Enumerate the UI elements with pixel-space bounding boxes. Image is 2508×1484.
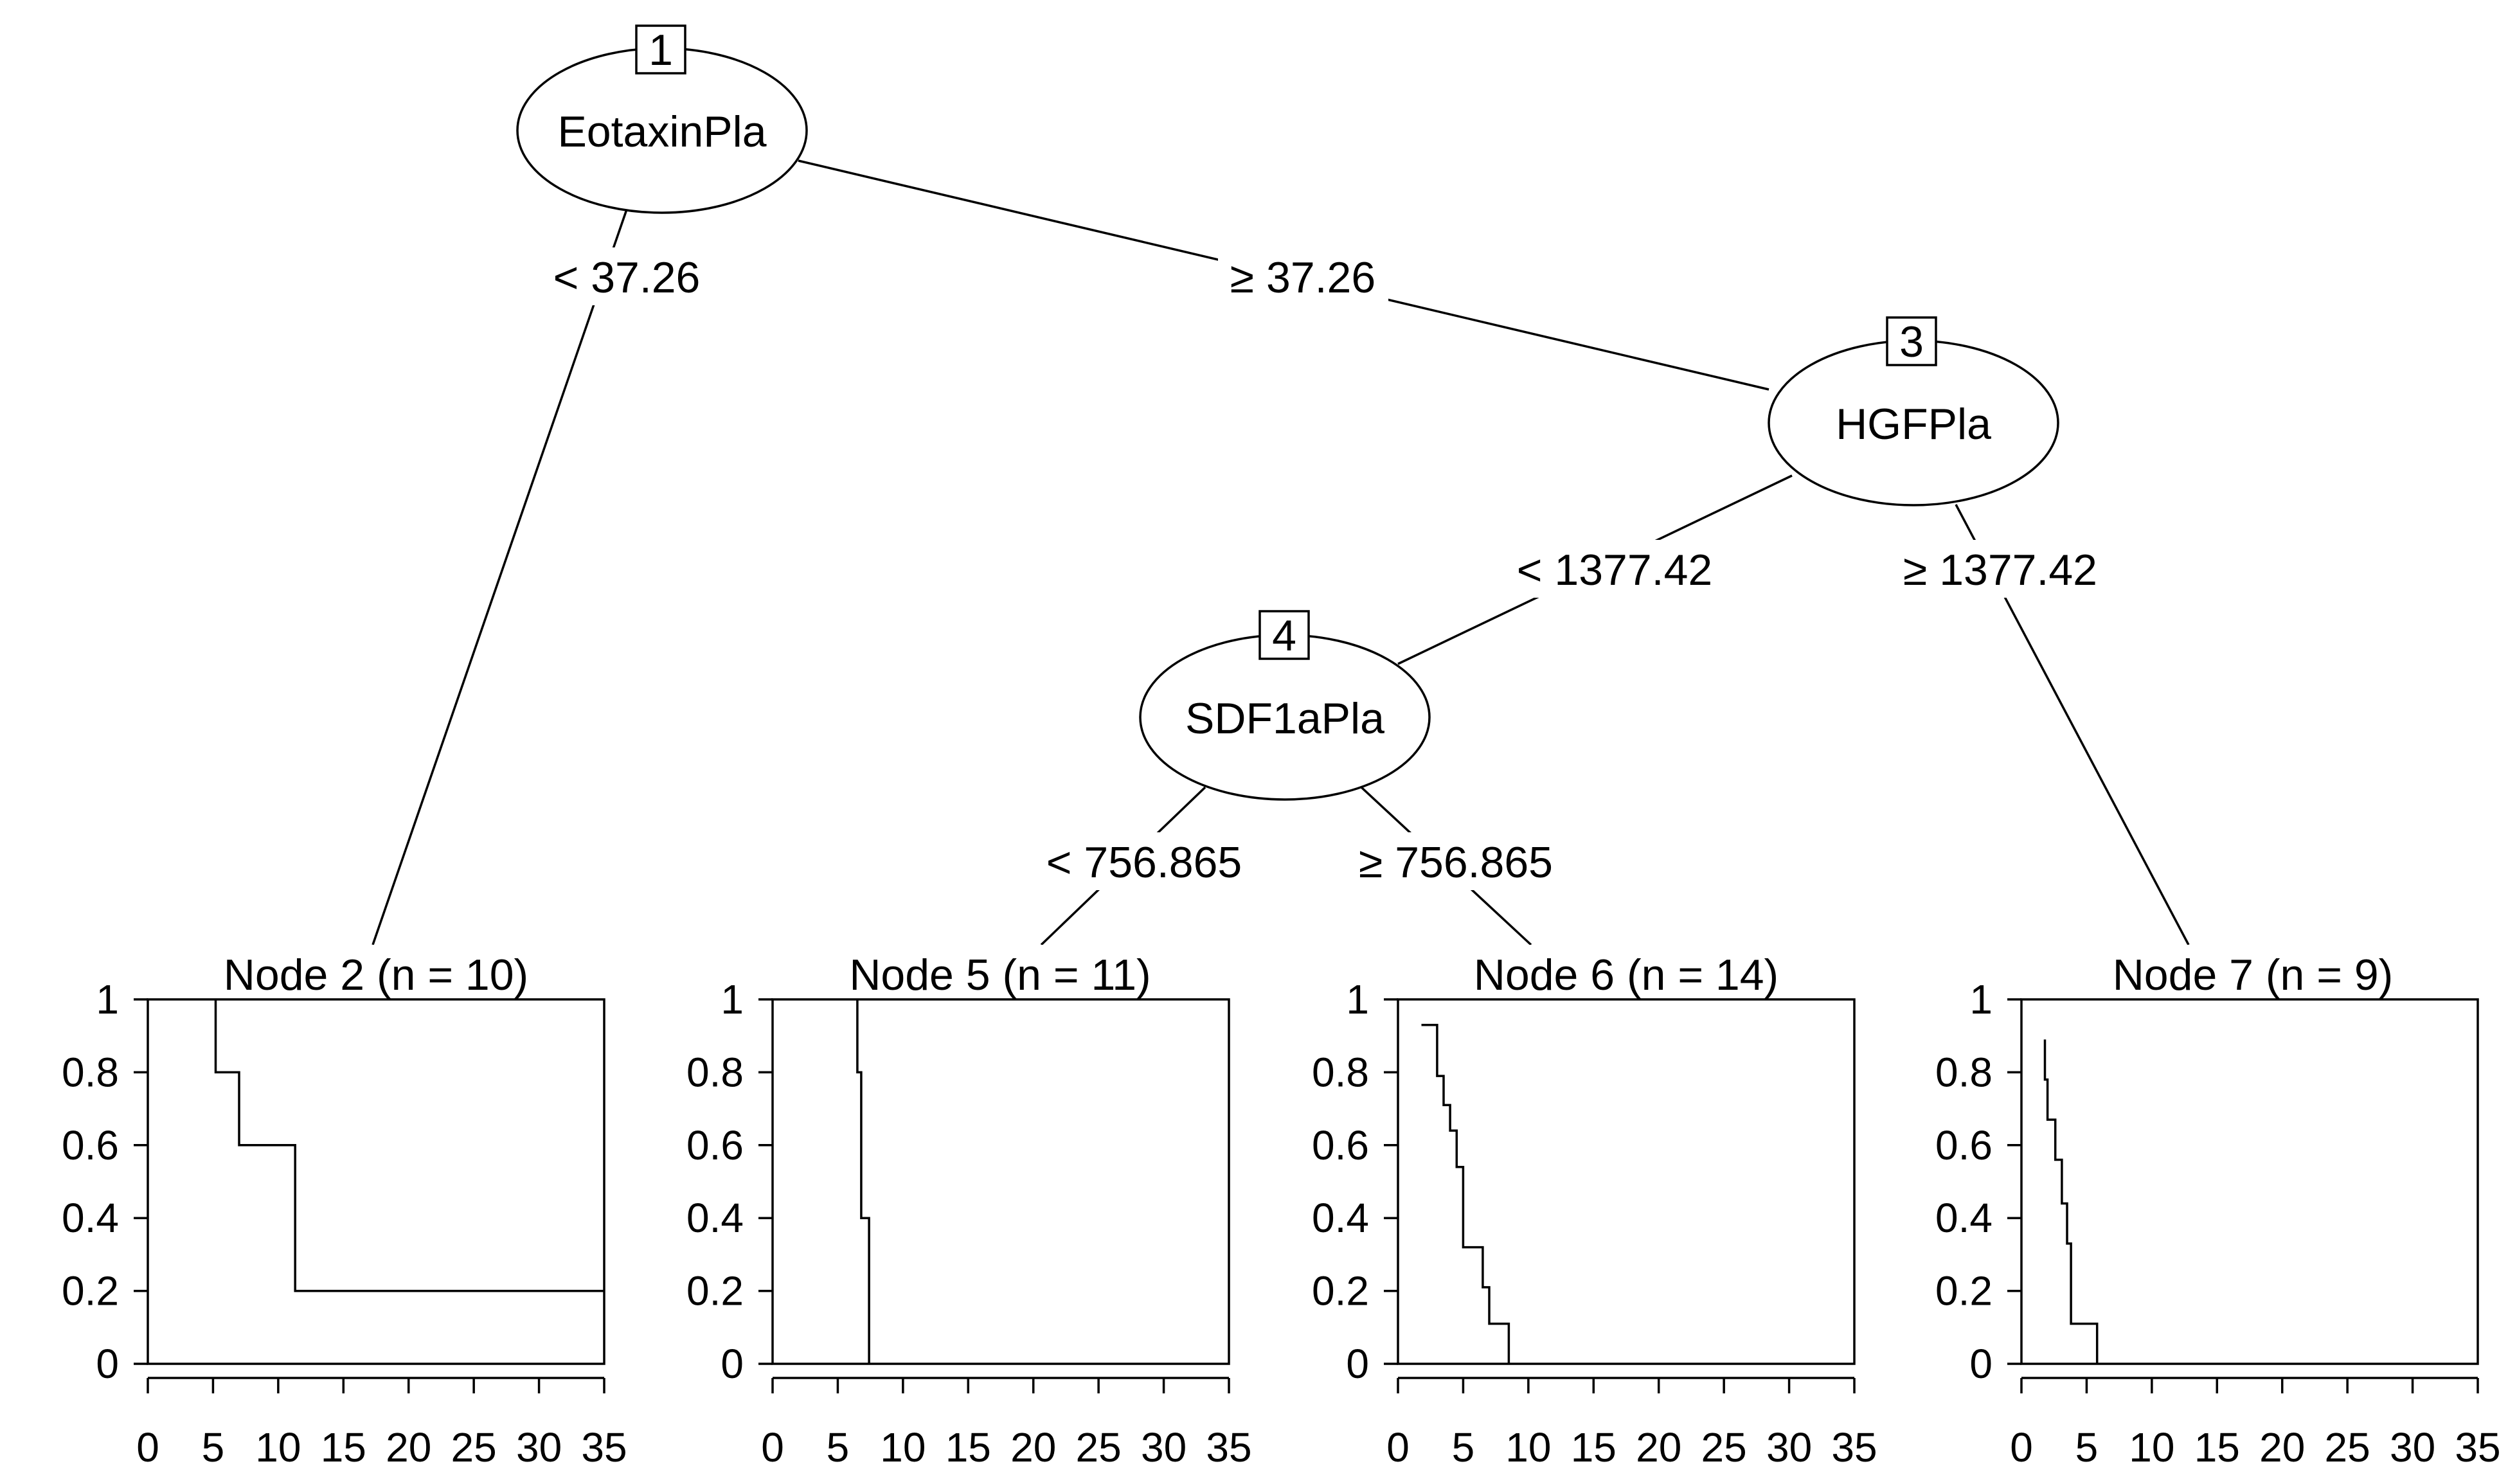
x-tick-label: 30: [1766, 1424, 1812, 1471]
y-tick-label: 0.2: [686, 1268, 744, 1314]
split-label-3-7: ≥ 1377.42: [1903, 546, 2097, 594]
x-tick-label: 10: [2129, 1424, 2174, 1471]
node-id-label: 3: [1899, 317, 1924, 366]
x-tick-label: 10: [255, 1424, 301, 1471]
y-tick-label: 0: [1969, 1341, 1993, 1387]
x-tick-label: 20: [1636, 1424, 1681, 1471]
y-tick-label: 0.8: [62, 1049, 119, 1095]
node-variable-label: SDF1aPla: [1185, 694, 1384, 743]
node-id-label: 1: [649, 26, 673, 75]
y-tick-label: 0.2: [1312, 1268, 1369, 1314]
edge-1-2: [372, 209, 628, 945]
y-tick-label: 0.6: [686, 1122, 744, 1168]
y-tick-label: 0.8: [1935, 1049, 1993, 1095]
x-tick-label: 35: [1831, 1424, 1877, 1471]
y-tick-label: 0.6: [1312, 1122, 1369, 1168]
panel-title: Node 7 (n = 9): [2113, 951, 2394, 999]
x-tick-label: 35: [1206, 1424, 1251, 1471]
split-label-1-2: < 37.26: [553, 253, 701, 302]
x-tick-label: 5: [827, 1424, 850, 1471]
split-label-4-6: ≥ 756.865: [1359, 838, 1553, 887]
panel-title: Node 2 (n = 10): [224, 951, 528, 999]
panel-title: Node 5 (n = 11): [849, 951, 1151, 999]
x-tick-label: 10: [1505, 1424, 1551, 1471]
plot-frame: [147, 998, 605, 1365]
x-tick-label: 0: [761, 1424, 784, 1471]
y-tick-label: 0.2: [62, 1268, 119, 1314]
node-id-box: [635, 24, 686, 75]
x-tick-label: 0: [2010, 1424, 2033, 1471]
split-label-4-5: < 756.865: [1046, 838, 1242, 887]
x-tick-label: 15: [1571, 1424, 1617, 1471]
node-id-box: [1886, 316, 1937, 366]
x-tick-label: 10: [880, 1424, 926, 1471]
y-tick-label: 0: [96, 1341, 119, 1387]
node-variable-label: EotaxinPla: [557, 107, 766, 156]
y-tick-label: 0.4: [686, 1195, 744, 1241]
survival-curve: [2043, 1039, 2099, 1364]
y-tick-label: 0.8: [686, 1049, 744, 1095]
split-label-1-3: ≥ 37.26: [1230, 253, 1375, 302]
x-tick-label: 20: [386, 1424, 431, 1471]
node-id-label: 4: [1272, 611, 1296, 660]
inner-node-1: EotaxinPla 1: [516, 24, 808, 214]
inner-node-4: SDF1aPla 4: [1139, 610, 1431, 801]
y-tick-label: 1: [1969, 976, 1993, 1023]
y-tick-label: 0.4: [1935, 1195, 1993, 1241]
y-tick-label: 0.8: [1312, 1049, 1369, 1095]
x-tick-label: 30: [2390, 1424, 2435, 1471]
x-tick-label: 15: [321, 1424, 366, 1471]
node-variable-label: HGFPla: [1836, 400, 1991, 449]
x-tick-label: 35: [581, 1424, 627, 1471]
x-tick-label: 20: [2259, 1424, 2305, 1471]
x-tick-label: 5: [2075, 1424, 2099, 1471]
y-tick-label: 0.2: [1935, 1268, 1993, 1314]
x-tick-label: 35: [2455, 1424, 2500, 1471]
split-label-3-4: < 1377.42: [1517, 546, 1712, 594]
x-tick-label: 30: [1141, 1424, 1187, 1471]
y-tick-label: 0.6: [62, 1122, 119, 1168]
x-tick-label: 30: [516, 1424, 562, 1471]
x-tick-label: 25: [451, 1424, 497, 1471]
y-tick-label: 1: [96, 976, 119, 1023]
x-tick-label: 0: [136, 1424, 159, 1471]
survival-curve: [1421, 1023, 1510, 1364]
inner-node-3: HGFPla 3: [1768, 316, 2059, 506]
plot-frame: [2020, 998, 2479, 1365]
x-tick-label: 25: [1701, 1424, 1747, 1471]
x-tick-label: 0: [1386, 1424, 1410, 1471]
x-tick-label: 20: [1010, 1424, 1056, 1471]
y-tick-label: 1: [721, 976, 744, 1023]
y-tick-label: 0.6: [1935, 1122, 1993, 1168]
y-tick-label: 0.4: [1312, 1195, 1369, 1241]
x-tick-label: 25: [1076, 1424, 1122, 1471]
y-tick-label: 0: [721, 1341, 744, 1387]
y-tick-label: 1: [1346, 976, 1369, 1023]
x-tick-label: 5: [1452, 1424, 1475, 1471]
x-tick-label: 5: [202, 1424, 225, 1471]
node-id-box: [1258, 610, 1310, 660]
survival-curve: [214, 999, 604, 1292]
panel-title: Node 6 (n = 14): [1474, 951, 1778, 999]
x-tick-label: 15: [945, 1424, 991, 1471]
plot-frame: [1397, 998, 1856, 1365]
x-tick-label: 15: [2194, 1424, 2240, 1471]
plot-frame: [771, 998, 1230, 1365]
y-tick-label: 0: [1346, 1341, 1369, 1387]
x-tick-label: 25: [2325, 1424, 2370, 1471]
split-labels: < 37.26 ≥ 37.26 < 1377.42 ≥ 1377.42 < 75…: [546, 247, 2111, 890]
survival-curve: [856, 999, 870, 1364]
y-tick-label: 0.4: [62, 1195, 119, 1241]
